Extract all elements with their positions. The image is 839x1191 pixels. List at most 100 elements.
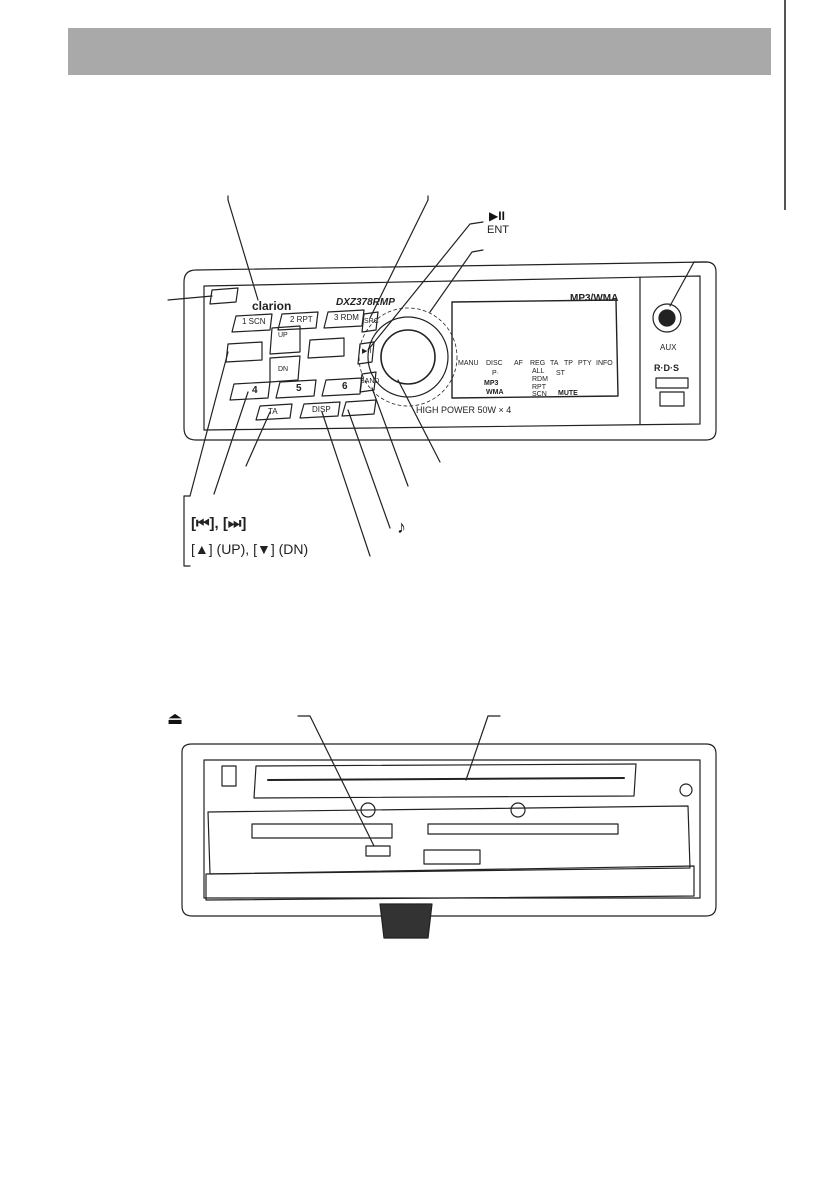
disp-button[interactable]	[299, 401, 341, 419]
preset-button-6[interactable]	[321, 377, 363, 397]
chassis-outer-frame	[181, 743, 717, 917]
music-note-icon: ♪	[397, 517, 406, 537]
preset-2-label: 2 RPT	[290, 315, 313, 324]
power-knob-ring	[652, 303, 682, 333]
volume-knob-ring	[367, 316, 449, 398]
latch	[221, 765, 237, 787]
skip-buttons-callout: [⏮], [⏭]	[191, 515, 247, 532]
leader-disp	[321, 411, 371, 557]
note-button[interactable]	[341, 399, 377, 417]
up-down-buttons-callout: [▲] (UP), [▼] (DN)	[191, 541, 309, 557]
leader-slot	[465, 715, 501, 781]
preset-5-label: 5	[296, 383, 302, 394]
display-manu: MANU	[458, 360, 479, 367]
disc-logo	[659, 391, 685, 407]
preset-button-2[interactable]	[277, 311, 319, 331]
preset-1-label: 1 SCN	[242, 317, 266, 326]
ta-label: TA	[268, 407, 278, 416]
display-indicator-reg: REG	[530, 360, 546, 367]
connector-grille	[423, 849, 481, 865]
preset-button-4[interactable]	[229, 381, 271, 401]
band-label: BAND	[360, 378, 380, 385]
leader-power	[669, 261, 708, 307]
display-rdm: RDM	[532, 376, 548, 383]
play-label: ▶II	[362, 348, 372, 355]
preset-button-5[interactable]	[275, 379, 317, 399]
display-wma-badge: WMA	[486, 389, 504, 396]
eject-button[interactable]	[365, 845, 391, 857]
callout-bracket	[183, 495, 191, 567]
up-button[interactable]	[269, 325, 301, 355]
leader-eject	[297, 715, 375, 847]
preset-4-label: 4	[252, 385, 258, 396]
display-p: P·	[492, 370, 499, 377]
leader-display	[429, 249, 484, 313]
chassis-bottom-rail	[205, 865, 695, 901]
leader-src	[369, 195, 429, 319]
leader-note	[347, 409, 391, 529]
seek-back-button[interactable]	[225, 341, 263, 363]
power-knob	[658, 309, 676, 327]
display-st: ST	[556, 370, 565, 377]
down-button[interactable]	[269, 355, 301, 383]
preset-3-label: 3 RDM	[334, 313, 359, 322]
card-slot	[251, 823, 393, 839]
display-indicator-info: INFO	[596, 360, 613, 367]
screw-side	[679, 783, 693, 797]
src-button[interactable]	[361, 311, 379, 333]
leader-seek	[189, 351, 229, 497]
volume-knob-outer-ring	[358, 307, 458, 407]
display-rpt: RPT	[532, 384, 546, 391]
screw-right	[510, 802, 526, 818]
play-pause-button[interactable]	[357, 341, 375, 365]
leader-band	[371, 387, 409, 487]
release-tab	[379, 903, 433, 939]
display-disc: DISC	[486, 360, 503, 367]
display-indicator-af: AF	[514, 360, 523, 367]
lcd-display	[451, 299, 619, 399]
disp-label: DISP	[312, 405, 331, 414]
preset-button-1[interactable]	[231, 313, 273, 333]
leader-preset	[213, 391, 249, 495]
disc-slot-housing	[253, 763, 637, 799]
panel-inner-frame	[203, 275, 701, 431]
preset-6-label: 6	[342, 381, 348, 392]
display-mute: MUTE	[558, 390, 578, 397]
power-note: HIGH POWER 50W × 4	[416, 405, 512, 415]
release-button[interactable]	[209, 287, 239, 305]
preset-button-3[interactable]	[323, 309, 365, 329]
src-label: SRC	[364, 318, 379, 325]
dn-label: DN	[278, 366, 289, 373]
display-indicator-pty: PTY	[578, 360, 592, 367]
play-pause-callout-label: ENT	[487, 224, 509, 236]
display-indicator-ta: TA	[550, 360, 559, 367]
up-label: UP	[278, 332, 288, 339]
volume-knob	[380, 329, 436, 385]
eject-icon: ⏏	[167, 709, 184, 728]
model-label: DXZ378RMP	[336, 297, 395, 308]
cover-plate	[427, 823, 619, 835]
right-margin-rule	[784, 0, 786, 210]
band-button[interactable]	[359, 371, 377, 393]
display-mp3-badge: MP3	[484, 380, 499, 387]
aux-label: AUX	[660, 343, 677, 352]
mechanism-plate	[207, 805, 691, 875]
display-scn: SCN	[532, 391, 547, 398]
panel-outer-frame	[183, 261, 717, 441]
leader-release	[227, 195, 259, 301]
screw-left	[360, 802, 376, 818]
display-all: ALL	[532, 368, 545, 375]
ta-button[interactable]	[255, 403, 293, 421]
brand-label: clarion	[252, 299, 292, 313]
disc-slot	[267, 777, 625, 781]
seek-forward-button[interactable]	[307, 337, 345, 359]
format-badge: MP3/WMA	[570, 293, 619, 304]
leader-knob	[397, 379, 441, 463]
leader-left	[167, 295, 213, 301]
play-pause-icon: ▶II	[489, 209, 505, 223]
leader-ta	[245, 411, 271, 467]
rds-label: R·D·S	[654, 363, 679, 373]
display-indicator-tp: TP	[564, 360, 573, 367]
chassis-inner-frame	[203, 759, 701, 899]
